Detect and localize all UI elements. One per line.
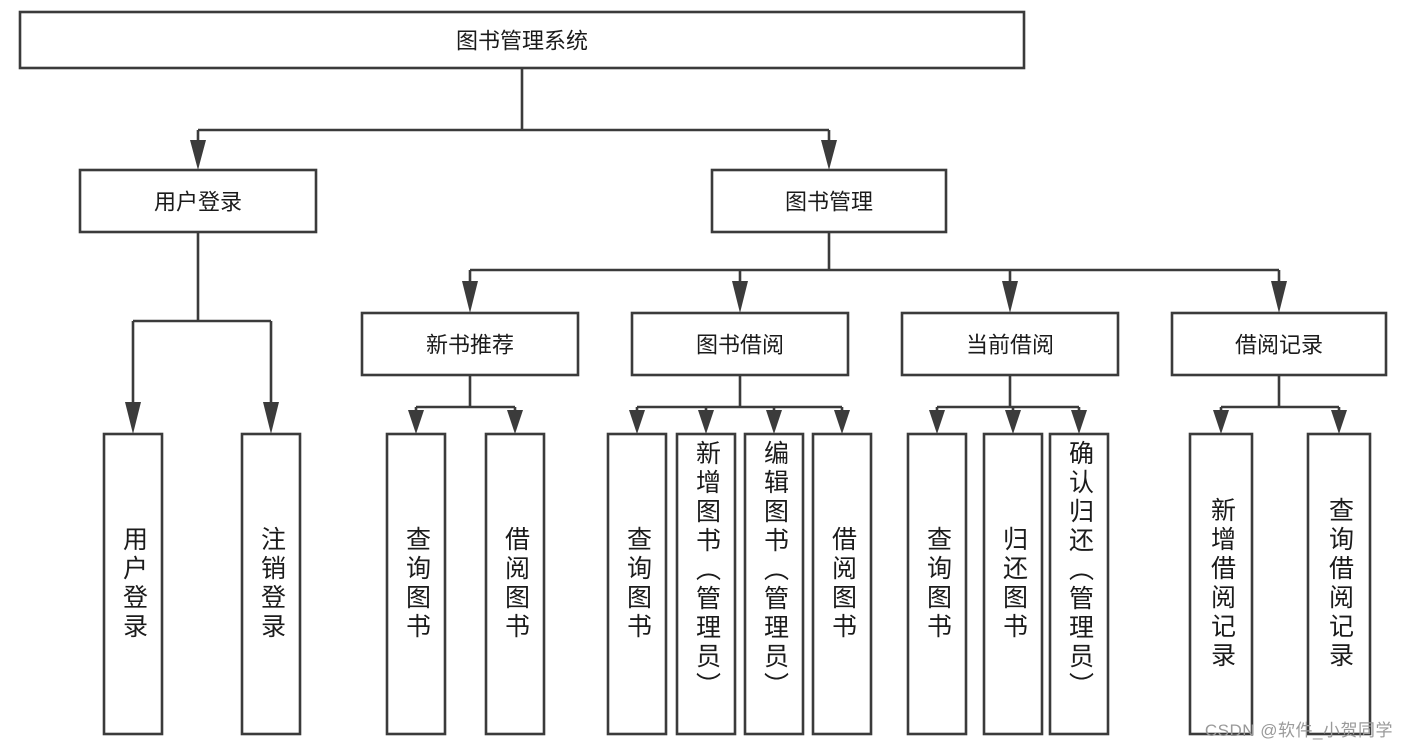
node-leaf-query-book-2-box[interactable]: [606, 432, 668, 736]
arrow-head-book-manage: [821, 140, 837, 170]
arrow-head-leaf-confirm-return: [1071, 410, 1087, 434]
arrow-head-leaf-query-record: [1331, 410, 1347, 434]
arrow-head-leaf-add-record: [1213, 410, 1229, 434]
arrow-head-current-borrow: [1002, 281, 1018, 313]
node-borrow-record-label: 借阅记录: [1235, 333, 1323, 358]
node-leaf-query-record-box[interactable]: [1306, 432, 1372, 736]
arrow-head-leaf-borrow-book-2: [834, 410, 850, 434]
node-user-login[interactable]: 用户登录: [78, 168, 318, 234]
node-leaf-query-book-1-box[interactable]: [385, 432, 447, 736]
node-book-manage-label: 图书管理: [785, 190, 873, 215]
node-current-borrow-label: 当前借阅: [966, 333, 1054, 358]
arrow-head-leaf-user-logout: [263, 402, 279, 434]
connector-group-root: [190, 68, 837, 170]
node-current-borrow[interactable]: 当前借阅: [900, 311, 1120, 377]
node-borrow-record-box[interactable]: [1170, 311, 1388, 377]
connector-group-new-book-recommend: [408, 375, 523, 434]
node-leaf-add-book-box[interactable]: [675, 432, 737, 736]
node-root-box[interactable]: [18, 10, 1026, 70]
arrow-head-leaf-add-book: [698, 410, 714, 434]
connector-group-borrow-record: [1213, 375, 1347, 434]
node-book-manage[interactable]: 图书管理: [710, 168, 948, 234]
node-current-borrow-box[interactable]: [900, 311, 1120, 377]
node-root[interactable]: 图书管理系统: [18, 10, 1026, 70]
node-book-borrow-box[interactable]: [630, 311, 850, 377]
arrow-head-book-borrow: [732, 281, 748, 313]
arrow-head-leaf-query-book-2: [629, 410, 645, 434]
arrow-head-leaf-borrow-book-1: [507, 410, 523, 434]
connector-group-current-borrow: [929, 375, 1087, 434]
node-leaf-add-record-box[interactable]: [1188, 432, 1254, 736]
node-leaf-query-book-3-box[interactable]: [906, 432, 968, 736]
node-leaf-user-login-box[interactable]: [102, 432, 164, 736]
node-leaf-borrow-book-2-box[interactable]: [811, 432, 873, 736]
arrow-head-leaf-edit-book: [766, 410, 782, 434]
node-leaf-user-logout-box[interactable]: [240, 432, 302, 736]
node-book-borrow[interactable]: 图书借阅: [630, 311, 850, 377]
node-leaf-borrow-book-1-box[interactable]: [484, 432, 546, 736]
node-leaf-confirm-return-box[interactable]: [1048, 432, 1110, 736]
node-new-book-recommend-label: 新书推荐: [426, 333, 514, 358]
arrow-head-new-book-recommend: [462, 281, 478, 313]
node-book-borrow-label: 图书借阅: [696, 333, 784, 358]
node-borrow-record[interactable]: 借阅记录: [1170, 311, 1388, 377]
arrow-head-leaf-user-login: [125, 402, 141, 434]
connector-group-book-borrow: [629, 375, 850, 434]
csdn-watermark: CSDN @软件_小贺同学: [1204, 721, 1393, 740]
node-new-book-recommend[interactable]: 新书推荐: [360, 311, 580, 377]
node-leaf-edit-book-box[interactable]: [743, 432, 805, 736]
node-new-book-recommend-box[interactable]: [360, 311, 580, 377]
node-root-label: 图书管理系统: [456, 29, 588, 54]
connector-group-book-manage: [462, 232, 1287, 313]
node-user-login-label: 用户登录: [154, 190, 242, 215]
node-leaf-return-book-box[interactable]: [982, 432, 1044, 736]
arrow-head-leaf-query-book-1: [408, 410, 424, 434]
arrow-head-borrow-record: [1271, 281, 1287, 313]
connector-group-user-login: [125, 232, 279, 434]
node-book-manage-box[interactable]: [710, 168, 948, 234]
arrow-head-leaf-return-book: [1005, 410, 1021, 434]
node-user-login-box[interactable]: [78, 168, 318, 234]
arrow-head-user-login: [190, 140, 206, 170]
arrow-head-leaf-query-book-3: [929, 410, 945, 434]
